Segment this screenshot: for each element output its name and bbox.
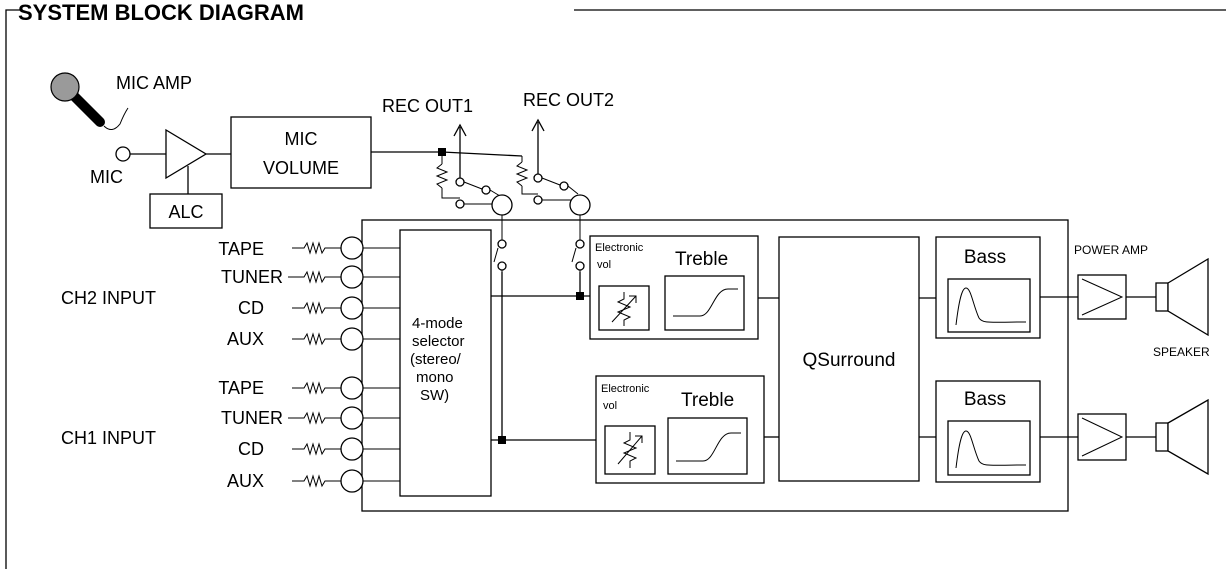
ch2-input-row: TAPE	[218, 236, 364, 260]
vol-label: vol	[603, 400, 617, 412]
selector-line: 4-mode	[412, 315, 463, 332]
speaker-label: SPEAKER	[1153, 345, 1210, 359]
selector-line: (stereo/	[410, 351, 462, 368]
mic-jack-label: MIC	[90, 167, 123, 187]
vol-label: vol	[597, 259, 611, 271]
input-label: AUX	[227, 329, 264, 349]
bass-curve	[955, 287, 1027, 326]
mic-volume-label-1: MIC	[285, 129, 318, 149]
mode-selector-box	[399, 229, 492, 497]
input-label: TAPE	[218, 378, 264, 398]
bass-label: Bass	[964, 247, 1006, 268]
mix-switch-1	[493, 215, 507, 275]
input-jack	[340, 265, 364, 289]
junction-dot	[576, 292, 584, 300]
ch2-input-label: CH2 INPUT	[61, 288, 156, 308]
input-label: TAPE	[218, 239, 264, 259]
mix-resistor-1	[435, 152, 460, 199]
input-label: TUNER	[221, 267, 283, 287]
rec-out1-label: REC OUT1	[382, 96, 473, 116]
mic-input-jack	[115, 146, 131, 162]
rec-out2-label: REC OUT2	[523, 90, 614, 110]
ch1-input-row: AUX	[227, 469, 364, 493]
selector-line: selector	[412, 333, 465, 350]
mic-amp-triangle	[165, 128, 208, 180]
mix-node-1	[491, 194, 513, 216]
mic-amp-label: MIC AMP	[116, 73, 192, 93]
treble-curve	[673, 288, 738, 317]
input-jack	[340, 376, 364, 400]
input-jack	[340, 406, 364, 430]
bass-curve	[955, 430, 1027, 469]
ch1-input-row: TUNER	[221, 406, 364, 430]
ch1-input-row: TAPE	[218, 376, 364, 400]
treble-curve	[676, 432, 741, 462]
input-label: AUX	[227, 471, 264, 491]
input-label: CD	[238, 298, 264, 318]
diagram-title: SYSTEM BLOCK DIAGRAM	[18, 0, 304, 25]
ch2-input-row: AUX	[227, 327, 364, 351]
input-jack	[340, 296, 364, 320]
input-jack	[340, 437, 364, 461]
treble-label: Treble	[675, 249, 728, 270]
input-jack	[340, 236, 364, 260]
ch2-input-row: CD	[238, 296, 364, 320]
ch1-input-label: CH1 INPUT	[61, 428, 156, 448]
treble-curve-icon	[664, 275, 745, 331]
treble-label: Treble	[681, 390, 734, 411]
power-amp-label: POWER AMP	[1074, 243, 1148, 257]
rec-out2-arrow	[531, 118, 545, 178]
speaker-icon	[1155, 257, 1209, 337]
rec-out1-arrow	[453, 123, 467, 182]
microphone-icon	[50, 72, 129, 130]
selector-leads	[363, 247, 400, 482]
input-jack	[340, 469, 364, 493]
diagram-frame	[5, 9, 1226, 569]
electronic-label: Electronic	[595, 242, 644, 254]
rec-switch-2	[533, 173, 579, 205]
alc-box	[149, 193, 223, 229]
ch1-input-row: CD	[238, 437, 364, 461]
speaker-icon	[1155, 398, 1209, 476]
qsurround-label: QSurround	[803, 350, 896, 371]
qsurround-box	[778, 236, 920, 482]
ch2-power-amp	[1077, 274, 1127, 320]
mix-switch-2	[571, 215, 585, 275]
electronic-label: Electronic	[601, 383, 650, 395]
selector-line: mono	[416, 369, 454, 386]
alc-label: ALC	[168, 202, 203, 222]
mic-volume-box	[230, 116, 372, 189]
input-label: TUNER	[221, 408, 283, 428]
bass-label: Bass	[964, 389, 1006, 410]
selector-line: SW)	[420, 387, 449, 404]
bass-curve-icon	[947, 420, 1031, 476]
ch2-input-row: TUNER	[221, 265, 364, 289]
mic-volume-label-2: VOLUME	[263, 158, 339, 178]
treble-curve-icon	[667, 417, 748, 475]
junction-dot	[498, 436, 506, 444]
input-jack	[340, 327, 364, 351]
ch1-power-amp	[1077, 413, 1127, 461]
mix-resistor-2	[515, 156, 538, 195]
mix-node-2	[569, 194, 591, 216]
bass-curve-icon	[947, 278, 1031, 333]
input-label: CD	[238, 439, 264, 459]
rec-switch-1	[455, 177, 501, 209]
